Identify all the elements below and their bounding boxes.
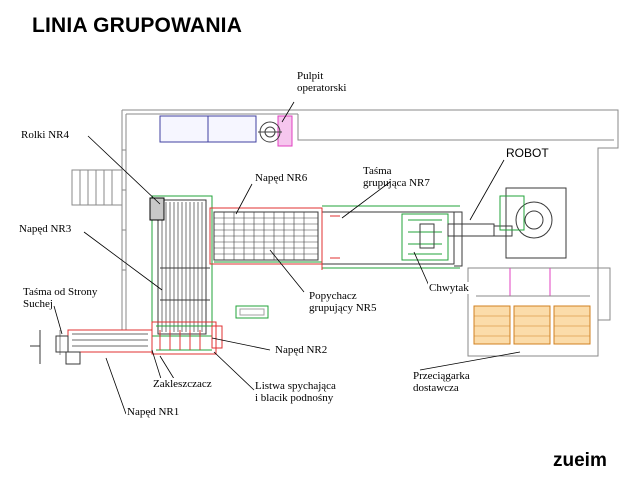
label-naped-nr6: Napęd NR6 [254, 172, 309, 184]
label-rolki-nr4: Rolki NR4 [20, 129, 70, 141]
gripper-robot [401, 187, 567, 261]
grouping-belt-nr7 [321, 205, 463, 270]
stacking-table [149, 195, 213, 337]
leader-lines [53, 101, 521, 415]
label-naped-nr2: Napęd NR2 [274, 344, 329, 356]
operator-panel-drawing [258, 115, 293, 147]
supply-puller [467, 267, 611, 357]
conveyor-nr6 [209, 207, 323, 265]
page-title: LINIA GRUPOWANIA [32, 14, 243, 37]
left-chute [71, 169, 123, 206]
label-naped-nr1: Napęd NR1 [126, 406, 181, 418]
brand-logo: zueim [553, 450, 607, 471]
top-trays [159, 115, 257, 143]
label-chwytak: Chwytak [428, 282, 470, 294]
mid-device [235, 305, 269, 319]
label-zakleszczacz: Zakleszczacz [152, 378, 213, 390]
label-robot: ROBOT [505, 146, 550, 160]
conveyor-nr1 [30, 321, 223, 365]
label-naped-nr3: Napęd NR3 [18, 223, 73, 235]
